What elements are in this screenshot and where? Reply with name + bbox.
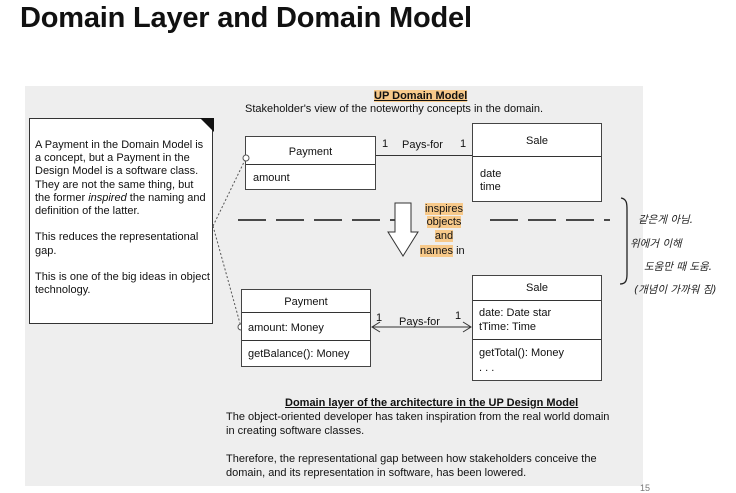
design-payment-class: Payment amount: Money getBalance(): Mone… <box>241 289 371 367</box>
design-sale-op: getTotal(): Money <box>479 347 564 359</box>
handwritten-note: 같은게 아님. <box>638 214 693 226</box>
design-sale-name: Sale <box>525 282 549 294</box>
design-assoc-label: Pays-for <box>399 316 440 328</box>
note-paragraph: This is one of the big ideas in object t… <box>35 271 210 297</box>
note-fold-corner <box>200 118 214 132</box>
design-model-heading: Domain layer of the architecture in the … <box>285 397 579 409</box>
domain-sale-name: Sale <box>525 135 549 147</box>
arrowhead-left-icon <box>371 321 381 333</box>
layer-separator <box>238 219 610 221</box>
inspires-label: names in <box>420 245 465 257</box>
arrowhead-right-icon <box>462 321 472 333</box>
design-desc-line: in creating software classes. <box>226 425 365 437</box>
design-sale-class: Sale date: Date star tTime: Time getTota… <box>472 275 602 381</box>
design-association-line <box>371 321 472 333</box>
note-paragraph: This reduces the representational gap. <box>35 231 199 257</box>
design-sale-attr: date: Date star <box>479 307 552 319</box>
note-connector-bottom <box>212 225 242 328</box>
note-paragraph: A Payment in the Domain Model is a conce… <box>35 139 206 218</box>
handwritten-note: 위에거 이해 <box>630 238 682 250</box>
slide-title: Domain Layer and Domain Model <box>20 2 472 34</box>
design-sale-attr: tTime: Time <box>479 321 537 333</box>
design-sale-divider <box>473 339 601 340</box>
domain-assoc-mult-left: 1 <box>382 138 389 150</box>
page-number: 15 <box>639 483 650 493</box>
domain-sale-attr: time <box>480 181 501 193</box>
domain-payment-divider <box>246 164 375 165</box>
inspires-label: objects <box>426 216 462 228</box>
handwritten-note: (개념이 가까워 짐) <box>634 284 717 296</box>
domain-model-heading: UP Domain Model <box>374 90 468 102</box>
domain-payment-class: Payment amount <box>245 136 376 190</box>
domain-assoc-mult-right: 1 <box>460 138 467 150</box>
domain-assoc-label: Pays-for <box>402 139 443 151</box>
design-desc-line: Therefore, the representational gap betw… <box>226 453 597 465</box>
domain-sale-attr: date <box>480 168 502 180</box>
design-desc-line: The object-oriented developer has taken … <box>226 411 610 423</box>
design-payment-divider <box>242 312 370 313</box>
note-text: A Payment in the Domain Model is a conce… <box>35 139 210 311</box>
design-payment-divider <box>242 340 370 341</box>
handwritten-note: 도움만 때 도움. <box>644 261 712 273</box>
design-payment-attr: amount: Money <box>248 322 324 334</box>
domain-sale-divider <box>473 156 601 157</box>
domain-sale-class: Sale date time <box>472 123 602 202</box>
domain-payment-attr: amount <box>253 172 290 184</box>
domain-model-subheading: Stakeholder's view of the noteworthy con… <box>245 103 544 115</box>
design-assoc-mult-right: 1 <box>455 310 462 322</box>
domain-association-line <box>376 155 472 156</box>
design-sale-op: . . . <box>479 362 495 374</box>
inspires-label: and <box>434 230 454 242</box>
design-assoc-mult-left: 1 <box>376 312 383 324</box>
design-payment-name: Payment <box>284 296 328 308</box>
design-desc-line: domain, and its representation in softwa… <box>226 467 527 479</box>
design-sale-divider <box>473 300 601 301</box>
note-connector-top <box>212 157 247 227</box>
design-payment-op: getBalance(): Money <box>248 348 350 360</box>
inspires-label: inspires <box>425 203 463 215</box>
note-box <box>29 118 213 324</box>
down-arrow-icon <box>387 202 419 257</box>
connector-endpoint-top <box>242 154 250 162</box>
handwritten-bracket <box>619 197 628 285</box>
domain-payment-name: Payment <box>288 146 333 158</box>
